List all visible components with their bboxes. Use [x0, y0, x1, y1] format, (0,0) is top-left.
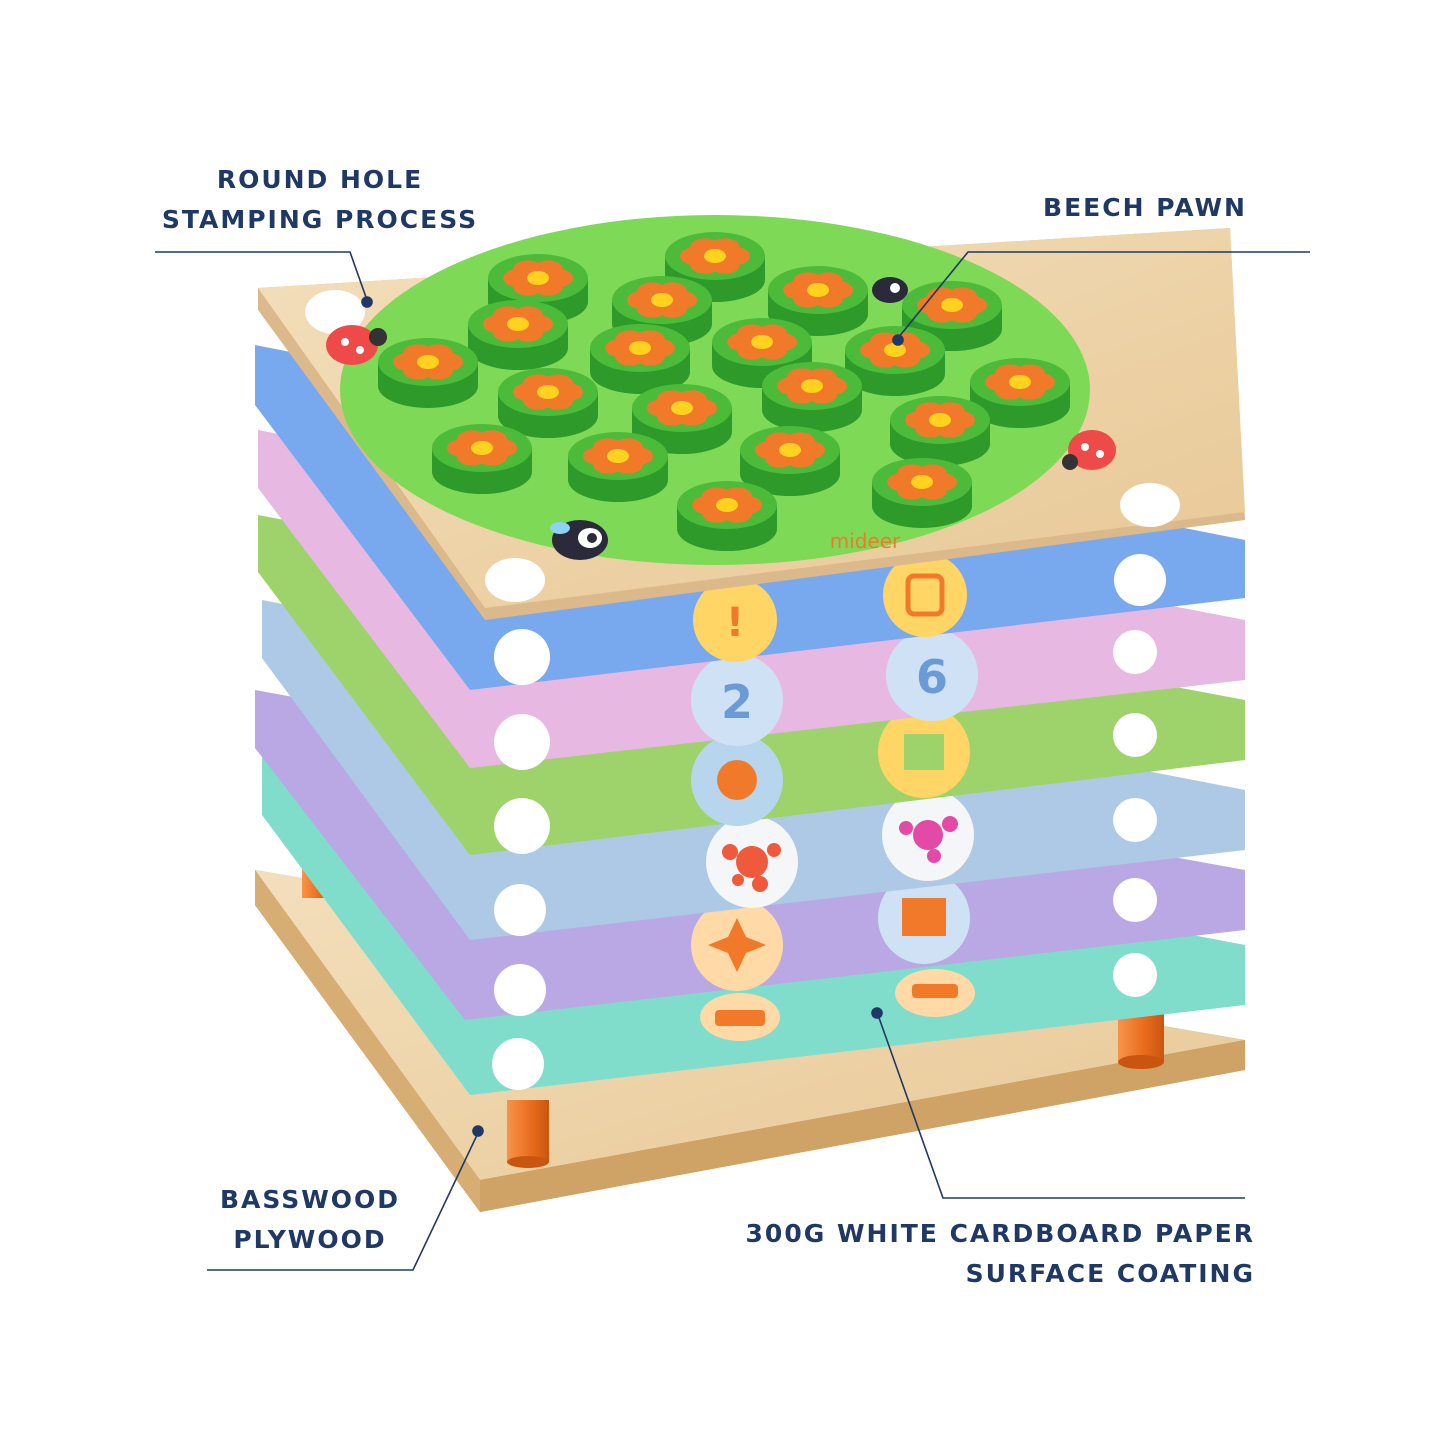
leader-line-round-hole: [155, 251, 368, 301]
square-icon: [902, 898, 946, 936]
label-round-hole-stamping: ROUND HOLE STAMPING PROCESS: [150, 160, 490, 240]
leader-dot: [871, 1007, 883, 1019]
flower-icon: [985, 364, 1055, 400]
flower-pawn: [970, 358, 1070, 428]
card-number-6: 6: [916, 650, 948, 704]
flower-pawn: [590, 324, 690, 394]
leader-dot: [361, 296, 373, 308]
flower-pawn: [378, 338, 478, 408]
flower-pawn: [488, 254, 588, 324]
phone-icon: [905, 573, 945, 617]
splash-icon: [899, 816, 958, 863]
flower-pawn: [902, 281, 1002, 351]
label-line: STAMPING PROCESS: [161, 205, 479, 234]
circle-icon: [717, 760, 757, 800]
corner-hole: [485, 558, 545, 602]
splash-icon: [722, 843, 781, 892]
label-line: SURFACE COATING: [965, 1259, 1255, 1288]
label-line: BASSWOOD: [219, 1185, 401, 1214]
bee-icon: [550, 520, 608, 560]
flower-icon: [917, 287, 987, 323]
flower-icon: [393, 344, 463, 380]
star-icon: [708, 918, 766, 972]
flower-icon: [887, 464, 957, 500]
label-line: PLYWOOD: [233, 1225, 387, 1254]
ladybug-icon: [326, 325, 387, 365]
flower-icon: [627, 282, 697, 318]
flower-pawn: [890, 396, 990, 466]
peg-front-left: [507, 1100, 549, 1168]
brand-logo: mideer: [830, 529, 901, 553]
flower-icon: [513, 374, 583, 410]
flower-icon: [860, 332, 930, 368]
label-cardboard-paper: 300G WHITE CARDBOARD PAPER SURFACE COATI…: [690, 1214, 1255, 1294]
ladybug-icon: [1062, 430, 1116, 470]
bee-icon: [872, 277, 908, 303]
key-icon: !: [726, 600, 744, 646]
flower-pawn: [872, 458, 972, 528]
flower-pawn: [498, 368, 598, 438]
flower-icon: [583, 438, 653, 474]
flower-icon: [680, 238, 750, 274]
leader-lines: [155, 251, 1310, 1271]
label-line: ROUND HOLE: [216, 165, 424, 194]
flower-icon: [783, 272, 853, 308]
label-line: 300G WHITE CARDBOARD PAPER: [745, 1219, 1255, 1248]
flower-pawn: [762, 362, 862, 432]
flower-pawn: [677, 481, 777, 551]
flower-icon: [777, 368, 847, 404]
flower-icon: [755, 432, 825, 468]
corner-hole: [305, 290, 365, 334]
card-number-2: 2: [721, 675, 753, 729]
leader-dot: [472, 1125, 484, 1137]
flower-pawn: [568, 432, 668, 502]
flower-icon: [647, 390, 717, 426]
beech-pawns: [378, 232, 1070, 551]
flower-pawn: [845, 326, 945, 396]
flower-pawn: [740, 426, 840, 496]
flower-icon: [503, 260, 573, 296]
flower-icon: [727, 324, 797, 360]
leader-line-basswood: [207, 1132, 479, 1271]
flower-icon: [905, 402, 975, 438]
flower-icon: [692, 487, 762, 523]
corner-hole: [1120, 483, 1180, 527]
flower-icon: [447, 430, 517, 466]
label-line: BEECH PAWN: [1043, 193, 1247, 222]
flower-icon: [605, 330, 675, 366]
square-icon: [904, 734, 944, 770]
label-beech-pawn: BEECH PAWN: [1000, 188, 1290, 228]
flower-pawn: [468, 300, 568, 370]
leader-dot: [892, 334, 904, 346]
leader-line-cardboard: [877, 1014, 1245, 1199]
flower-pawn: [432, 424, 532, 494]
label-basswood-plywood: BASSWOOD PLYWOOD: [180, 1180, 440, 1260]
flower-icon: [483, 306, 553, 342]
leader-line-beech-pawn: [897, 251, 1310, 339]
